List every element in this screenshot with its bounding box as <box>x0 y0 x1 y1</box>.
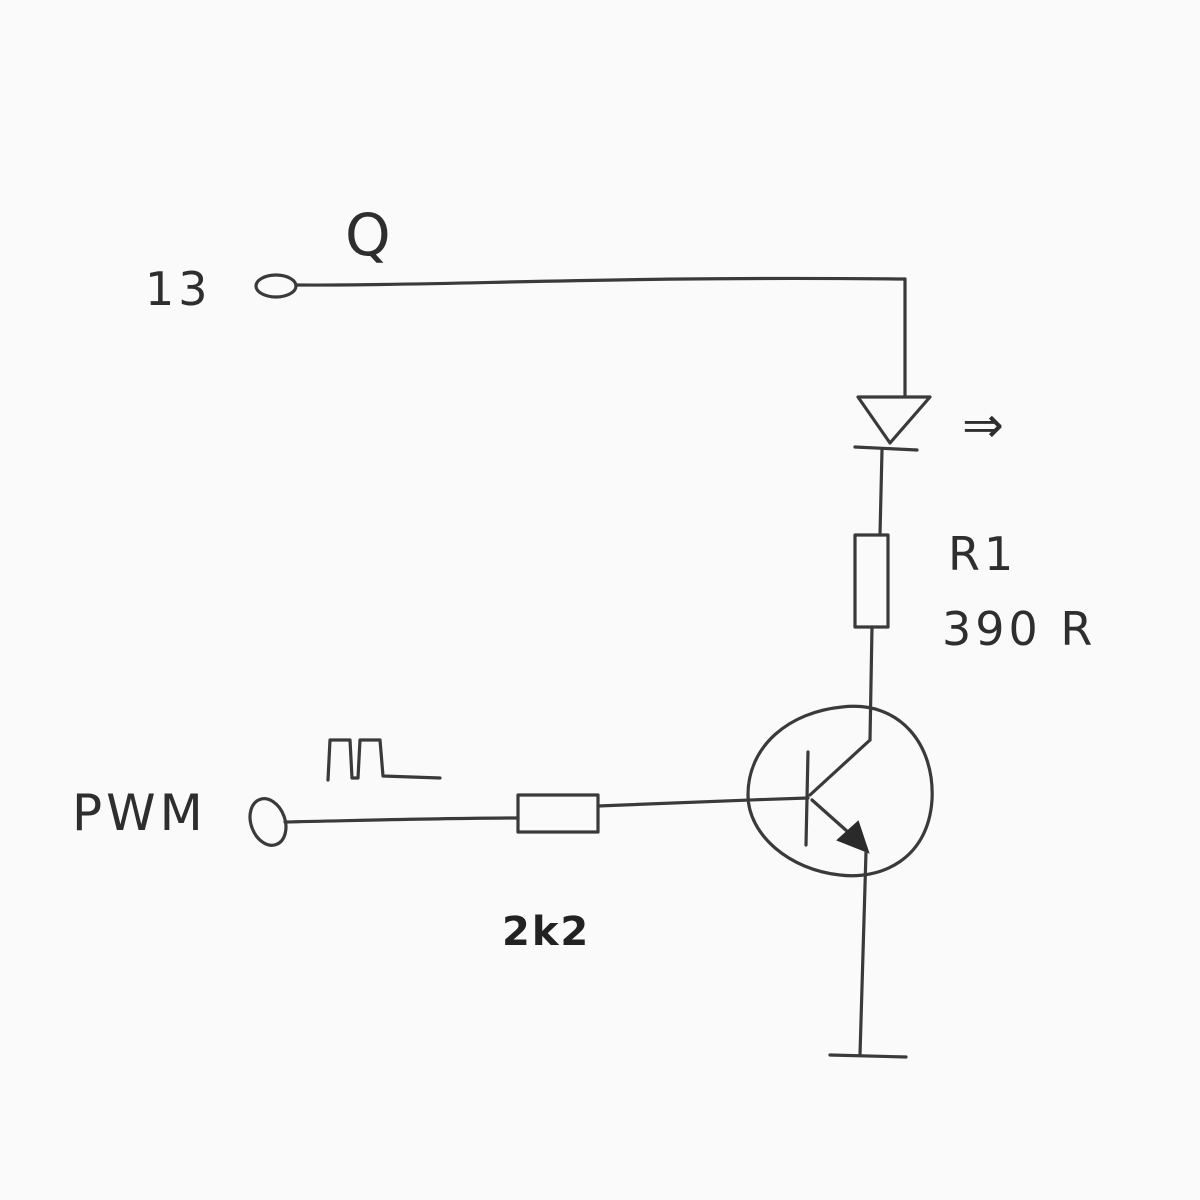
pwm-pulse-icon <box>326 738 442 782</box>
r1-to-collector-wire <box>868 625 874 742</box>
emitter-to-ground-wire <box>858 850 868 1057</box>
led-to-r1-wire <box>878 448 884 537</box>
led-bar <box>853 445 919 452</box>
net-q-label: Q <box>345 201 395 269</box>
transistor-envelope <box>746 704 934 878</box>
r1-resistor <box>853 533 890 629</box>
r1-name-label: R1 <box>948 527 1017 581</box>
emitter-arrow-icon <box>836 820 870 854</box>
pin-13-terminal <box>254 273 298 299</box>
pin-13-label: 13 <box>145 262 212 316</box>
r1-value-label: 390 R <box>942 602 1096 656</box>
pwm-label: PWM <box>72 784 207 842</box>
base-wire <box>596 796 810 808</box>
pwm-wire <box>283 816 520 824</box>
led <box>853 395 932 452</box>
base-resistor-value-label: 2k2 <box>502 909 590 955</box>
transistor-collector-lead <box>808 738 872 797</box>
ground-symbol-icon <box>828 1053 908 1059</box>
npn-transistor <box>746 704 934 878</box>
base-resistor <box>516 793 600 834</box>
pwm-terminal <box>248 797 288 847</box>
led-triangle <box>856 395 932 445</box>
top-wire <box>294 276 907 287</box>
led-light-arrow: ⇒ <box>962 396 1008 454</box>
